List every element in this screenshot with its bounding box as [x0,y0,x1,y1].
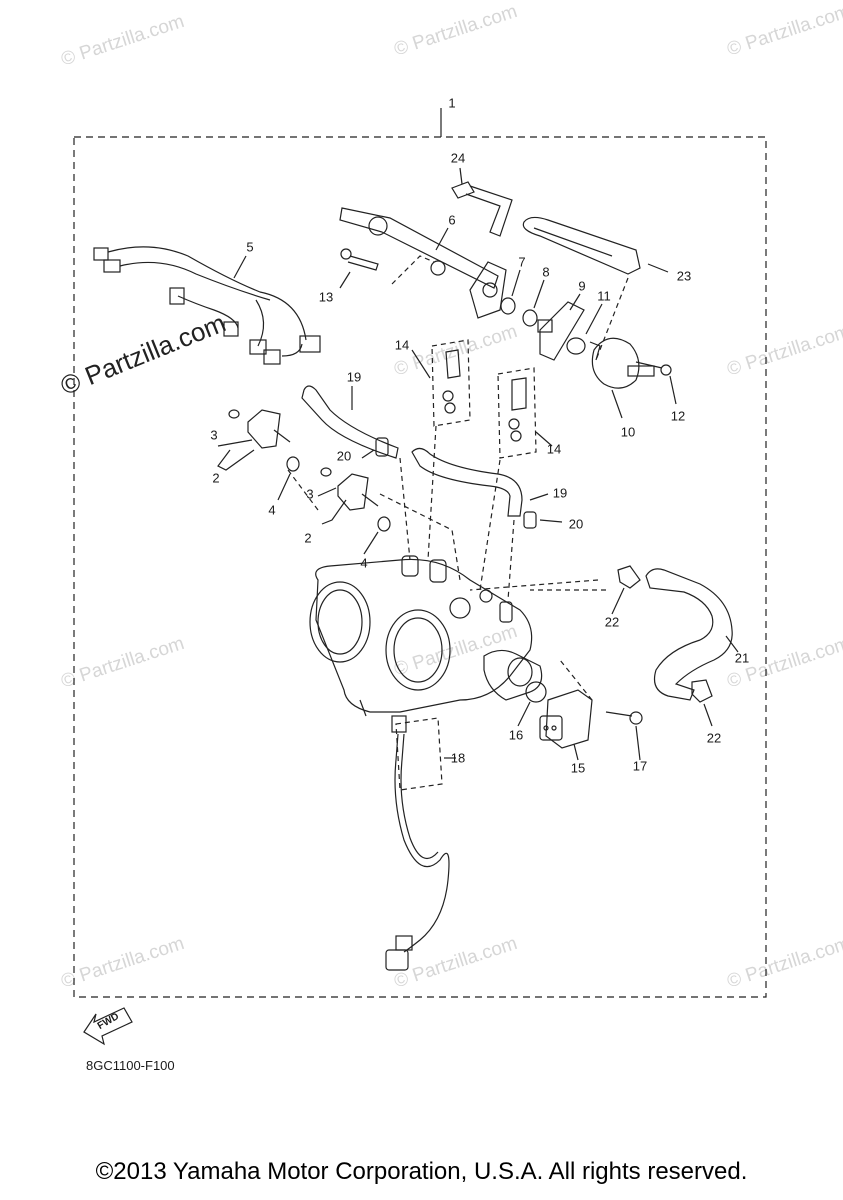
leader-8 [533,279,545,309]
callout-3b: 3 [306,486,314,502]
callout-19b: 19 [552,485,568,501]
leader-4b [363,531,379,555]
callout-20a: 20 [336,448,352,464]
callout-23: 23 [676,268,692,284]
part-11-oring [566,337,586,355]
leader-2a-bracket [217,449,255,471]
leader-3a [217,439,253,447]
part-6-fuel-rail [339,207,507,319]
part-20-cap-a [375,437,389,457]
leader-9 [569,293,581,311]
leader-23 [647,263,669,273]
part-16-oring [525,681,547,703]
diagram-code: 8GC1100-F100 [86,1058,175,1073]
callout-8: 8 [542,264,550,280]
callout-13: 13 [318,289,334,305]
part-5-wire-harness [93,246,321,365]
leader-15 [573,743,579,761]
part-2-injector-b [320,467,379,511]
part-13-bolt [340,248,379,271]
callout-14b: 14 [546,441,562,457]
part-18-hose [385,717,450,971]
callout-6: 6 [448,212,456,228]
part-7-grommet [500,297,516,315]
part-22-clamp-a [617,565,641,589]
leader-3b [317,487,337,497]
callout-9: 9 [578,278,586,294]
callout-10: 10 [620,424,636,440]
part-21-hose [645,568,733,701]
part-23-hose [522,216,641,275]
callout-22b: 22 [706,730,722,746]
leader-20a [361,449,375,459]
callout-16: 16 [508,727,524,743]
part-19-hose-a [301,385,399,459]
leader-22b [703,703,713,727]
leader-21 [725,635,739,653]
leader-14a [411,349,431,379]
callout-24: 24 [450,150,466,166]
callout-4b: 4 [360,555,368,571]
leader-2b-bracket [321,499,347,525]
leader-10 [611,389,623,419]
callout-15: 15 [570,760,586,776]
part-10-regulator [589,337,655,389]
leader-4a [277,473,291,501]
leader-16 [517,701,531,727]
part-2-injector-a [228,409,291,449]
part-14-screw-set-a [431,339,471,427]
callout-2b: 2 [304,530,312,546]
leader-20b [539,519,563,523]
throttle-body [309,555,543,733]
part-4-grommet-a [286,456,300,472]
callout-20b: 20 [568,516,584,532]
leader-5 [233,255,247,279]
leader-11 [585,303,603,335]
part-20-cap-b [523,511,537,529]
part-12-screw [635,361,672,376]
assembly-border [73,136,767,998]
leader-22a [611,587,625,615]
leader-12 [669,375,677,405]
part-19-hose-b [411,447,523,517]
leader-19b [529,493,549,501]
callout-17: 17 [632,758,648,774]
part-8-oring [522,309,538,327]
callout-19a: 19 [346,369,362,385]
leader-24 [459,167,463,185]
callout-11: 11 [597,288,611,304]
part-4-grommet-b [377,516,391,532]
callout-3a: 3 [210,427,218,443]
callout-4a: 4 [268,502,276,518]
callout-18: 18 [450,750,466,766]
leader-7 [511,269,521,297]
leader-14b [535,431,553,447]
part-17-screw [605,711,643,725]
fwd-arrow-icon [83,1007,133,1046]
callout-2a: 2 [212,470,220,486]
callout-22a: 22 [604,614,620,630]
leader-13 [339,271,351,289]
callout-14a: 14 [394,337,410,353]
callout-21: 21 [734,650,750,666]
copyright-notice: ©2013 Yamaha Motor Corporation, U.S.A. A… [95,1158,748,1185]
leader-17 [635,725,641,761]
callout-7: 7 [518,254,526,270]
part-22-clamp-b [691,679,713,703]
leader-6 [435,227,449,251]
callout-5: 5 [246,239,254,255]
callout-1: 1 [448,95,456,111]
leader-6-dash [391,255,435,285]
leader-23-dash [595,277,629,361]
part-15-sensor [539,689,593,749]
part-9-flange [537,301,585,361]
part-24-bracket [451,181,513,237]
part-14-screw-set-b [497,367,537,459]
callout-12: 12 [670,408,686,424]
